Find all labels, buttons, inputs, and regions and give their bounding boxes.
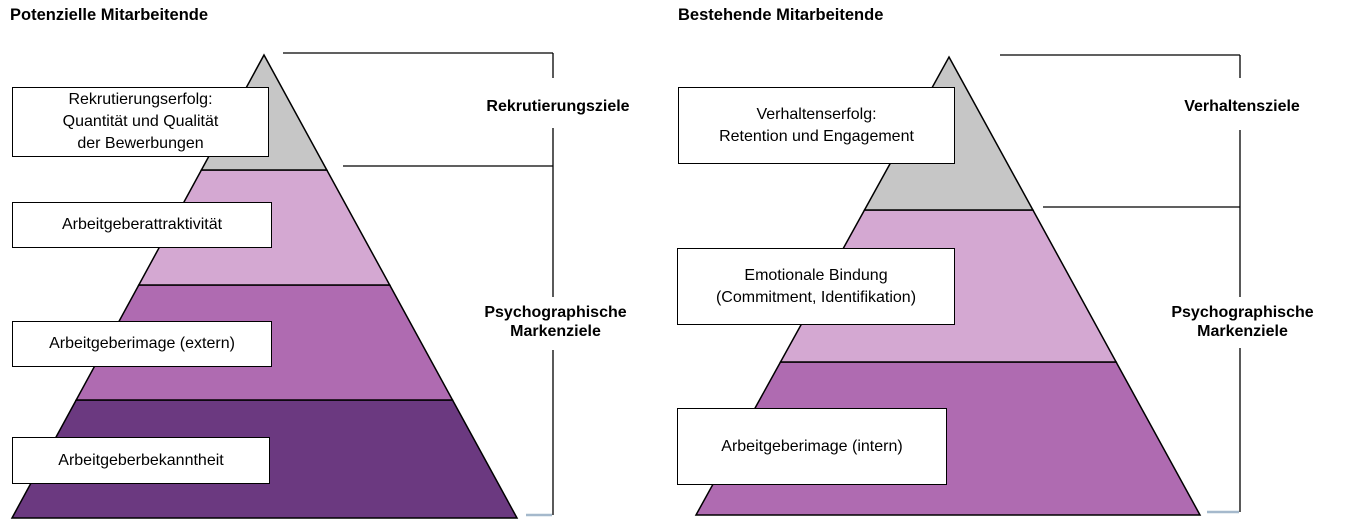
left-box-1-line-2: Quantität und Qualität	[62, 113, 219, 130]
right-box-3-line-1: Arbeitgeberimage (intern)	[721, 437, 903, 455]
left-goal-label-rekrutierungsziele: Rekrutierungsziele	[486, 98, 630, 115]
left-goal-label-markenziele-line-2: Markenziele	[510, 323, 601, 340]
right-goal-label-markenziele-line-1: Psychographische	[1171, 304, 1314, 321]
right-box-verhaltenserfolg: Verhaltenserfolg: Retention und Engageme…	[678, 87, 955, 164]
left-box-1-line-1: Rekrutierungserfolg:	[68, 91, 213, 108]
left-box-bekanntheit: Arbeitgeberbekanntheit	[12, 437, 270, 484]
left-box-rekrutierungserfolg: Rekrutierungserfolg: Quantität und Quali…	[12, 87, 269, 157]
right-goal-label-markenziele-line-2: Markenziele	[1197, 323, 1288, 340]
right-box-bindung: Emotionale Bindung (Commitment, Identifi…	[677, 248, 955, 325]
right-bracket	[1000, 54, 1241, 512]
left-goal-label-markenziele-line-1: Psychographische	[484, 304, 627, 321]
left-box-image-extern: Arbeitgeberimage (extern)	[12, 321, 272, 367]
left-bracket	[283, 52, 554, 515]
left-goal-label-markenziele: Psychographische Markenziele	[453, 303, 658, 341]
right-goal-label-markenziele: Psychographische Markenziele	[1140, 303, 1345, 341]
left-box-2-line-1: Arbeitgeberattraktivität	[61, 216, 223, 233]
right-box-1-line-1: Verhaltenserfolg:	[756, 105, 877, 123]
left-box-3-line-1: Arbeitgeberimage (extern)	[49, 335, 235, 352]
left-box-attraktivitaet: Arbeitgeberattraktivität	[12, 202, 272, 248]
left-box-1-line-3: der Bewerbungen	[77, 135, 204, 152]
right-goal-label-verhaltensziele: Verhaltensziele	[1184, 98, 1300, 115]
right-chart-title: Bestehende Mitarbeitende	[678, 6, 884, 24]
right-box-image-intern: Arbeitgeberimage (intern)	[677, 408, 947, 485]
right-box-2-line-2: (Commitment, Identifikation)	[715, 288, 917, 306]
left-chart-title: Potenzielle Mitarbeitende	[10, 6, 209, 24]
right-box-1-line-2: Retention und Engagement	[719, 127, 914, 145]
left-box-4-line-1: Arbeitgeberbekanntheit	[58, 451, 224, 469]
right-box-2-line-1: Emotionale Bindung	[744, 266, 888, 284]
